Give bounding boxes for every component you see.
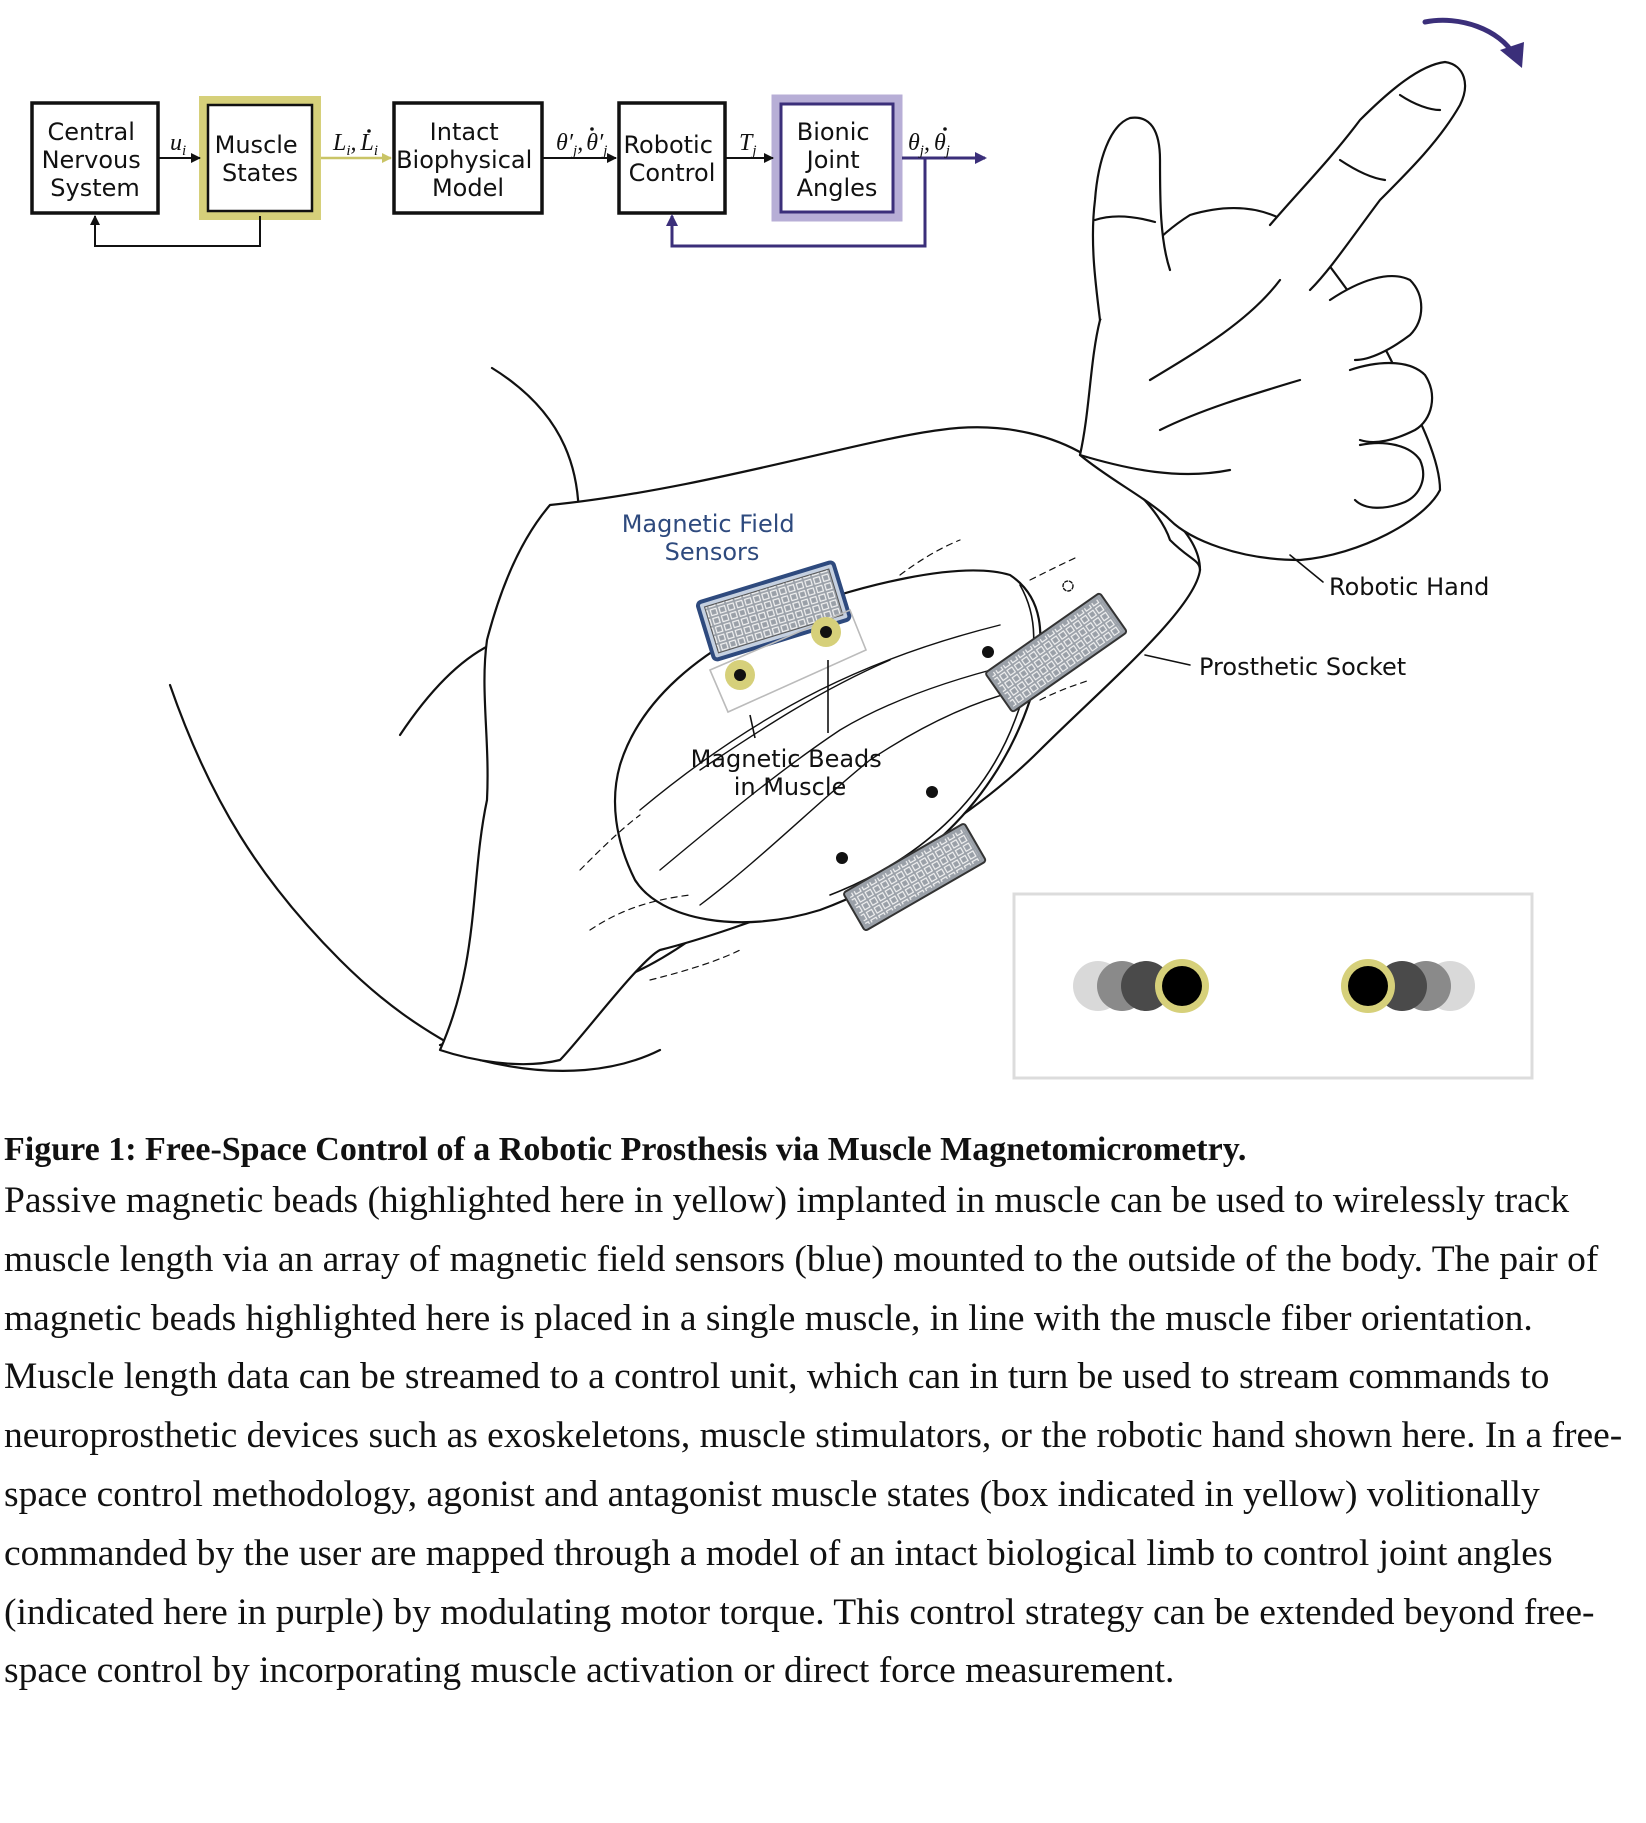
hidden-line-5 [1029,557,1076,581]
signal-u-label: ui [170,130,186,159]
bead-5 [836,852,848,864]
figure-caption: Figure 1: Free-Space Control of a Roboti… [4,1128,1634,1701]
hidden-line-2 [589,894,691,931]
hidden-line-4 [899,539,961,576]
caption-body: Passive magnetic beads (highlighted here… [4,1180,1623,1692]
palm-ridge-2 [1158,378,1302,432]
robotic-control-box [617,101,727,215]
muscle-fiber-3 [699,689,1021,906]
bead-3 [982,646,994,658]
robotic-hand-thumb [1091,116,1172,322]
muscle-fiber-4 [699,659,891,771]
palm-ridge [1148,278,1282,382]
wrist-ring [1078,453,1232,476]
signal-theta-prime-label: θ′j,θ′j [556,130,607,159]
small-hole [1062,580,1074,592]
signal-t-label: Tj [739,130,757,159]
block-diagram: Central Nervous System Muscle States Int… [30,94,987,248]
robotic-control-label: Robotic Control [623,131,720,187]
magnetic-beads-label: Magnetic Beads in Muscle [691,745,890,801]
bead-4 [926,786,938,798]
thumb-joint [1093,215,1157,224]
prosthesis-figure: Central Nervous System Muscle States Int… [30,17,1534,1080]
robotic-hand-finger-3 [1348,362,1434,444]
magnetic-field-sensors-label: Magnetic Field Sensors [622,510,803,566]
ldot-dot [367,129,371,133]
feedback-muscle-to-cns [90,215,261,247]
theta-prime-dot [590,127,594,131]
signal-theta-label: θj,θj [908,130,950,159]
bionic-joint-angles-box [771,94,903,222]
robotic-hand-finger-4 [1353,442,1425,509]
muscle-fiber-1 [639,624,1001,811]
upper-arm-back [168,683,662,1072]
robotic-hand-label: Robotic Hand [1329,573,1489,601]
feedback-angles-to-control [666,158,927,248]
leader-robotic-hand [1289,554,1324,583]
biophysical-model-label: Intact Biophysical Model [396,118,540,202]
arm-illustration [168,60,1467,1072]
hidden-line-3 [649,949,741,981]
index-joint-2 [1338,158,1387,182]
prosthetic-socket-label: Prosthetic Socket [1199,653,1406,681]
caption-title: Figure 1: Free-Space Control of a Roboti… [4,1131,1247,1168]
theta-dot [943,127,947,131]
bead-motion-inset [1012,892,1534,1080]
sensor-array-right [985,592,1128,713]
muscle-states-label: Muscle States [215,131,306,187]
signal-l-label: Li,Li [332,130,378,159]
muscle-fiber-2 [659,664,1011,871]
cns-box [30,101,160,215]
leader-bead-1 [749,714,756,739]
cns-label: Central Nervous System [42,118,149,202]
inner-elbow [398,643,492,737]
motion-arrow-head [1500,42,1524,68]
leader-socket [1144,654,1191,666]
bionic-joint-angles-label: Bionic Joint Angles [797,118,878,202]
bead-guide-box [708,608,868,714]
sensor-array-bottom [843,823,987,932]
index-joint-1 [1398,93,1442,112]
robotic-hand-finger-2 [1328,275,1423,362]
hidden-line-6 [1039,679,1091,701]
